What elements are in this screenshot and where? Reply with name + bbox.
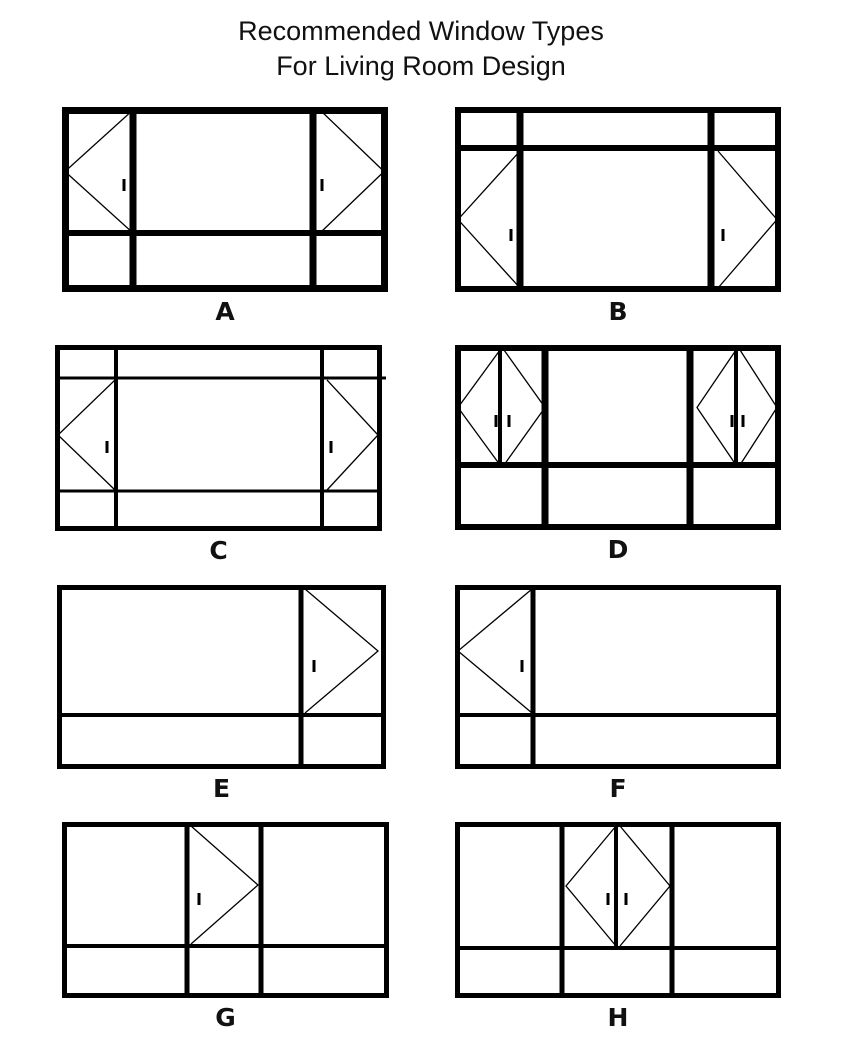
handle-icon [197,893,201,905]
window-label: G [215,1003,236,1032]
window-type-g: G [62,822,389,1032]
handle-icon [329,441,333,453]
mullion [258,822,264,998]
casement-opening-icon [326,379,379,491]
casement-opening-icon [717,150,778,289]
window-frame [455,585,781,769]
window-type-a: A [62,107,388,326]
handle-icon [730,415,734,427]
window-type-e: E [57,585,386,803]
handle-icon [721,229,725,241]
window-label: C [209,536,227,565]
casement-opening-icon [696,349,737,466]
handle-icon [520,660,524,672]
mullion [320,345,324,531]
window-frame [62,107,388,292]
handle-icon [494,415,498,427]
casement-opening-icon [565,825,617,947]
mullion [669,822,675,998]
handle-icon [606,893,610,905]
handle-icon [122,179,126,191]
transom [55,376,386,380]
casement-opening-icon [57,379,116,491]
sash-divider [498,350,502,465]
handle-icon [741,415,745,427]
mullion [686,345,694,530]
window-frame [455,822,781,998]
window-type-b: B [455,107,781,326]
mullion [707,107,715,292]
mullion [184,822,190,998]
window-label: F [609,774,626,803]
casement-opening-icon [457,150,521,289]
casement-opening-icon [503,349,546,466]
window-frame [57,585,386,769]
window-type-d: D [455,345,781,564]
mullion [530,585,536,769]
mullion [309,107,317,292]
window-type-h: H [455,822,781,1032]
handle-icon [312,660,316,672]
transom [62,230,388,236]
sash-divider [734,350,738,465]
window-type-c: C [55,345,386,565]
transom [57,713,386,717]
mullion [559,822,565,998]
window-frame [62,822,389,998]
transom [55,489,382,493]
transom [62,944,389,948]
window-frame [455,107,781,292]
casement-opening-icon [457,349,501,466]
window-frame [455,345,781,530]
transom [455,462,781,468]
window-label: B [608,297,627,326]
mullion [129,107,137,292]
window-frame [55,345,382,531]
transom [455,713,781,717]
title-line-1: Recommended Window Types [238,16,604,46]
window-label: A [215,297,235,326]
handle-icon [105,441,109,453]
window-type-f: F [455,585,781,803]
transom [455,145,781,151]
handle-icon [320,179,324,191]
sash-divider [614,825,618,948]
title-line-2: For Living Room Design [276,51,566,81]
mullion [114,345,118,531]
handle-icon [509,229,513,241]
casement-opening-icon [456,588,533,714]
casement-opening-icon [319,109,385,234]
window-label: E [213,774,230,803]
handle-icon [507,415,511,427]
handle-icon [624,893,628,905]
casement-opening-icon [739,349,778,466]
casement-opening-icon [190,825,259,945]
casement-opening-icon [619,825,671,947]
mullion [516,107,524,292]
window-label: D [608,535,629,564]
mullion [298,585,304,769]
casement-opening-icon [64,109,134,234]
diagram-title: Recommended Window Types For Living Room… [0,14,842,84]
casement-opening-icon [304,588,380,714]
window-label: H [608,1003,629,1032]
mullion [541,345,549,530]
